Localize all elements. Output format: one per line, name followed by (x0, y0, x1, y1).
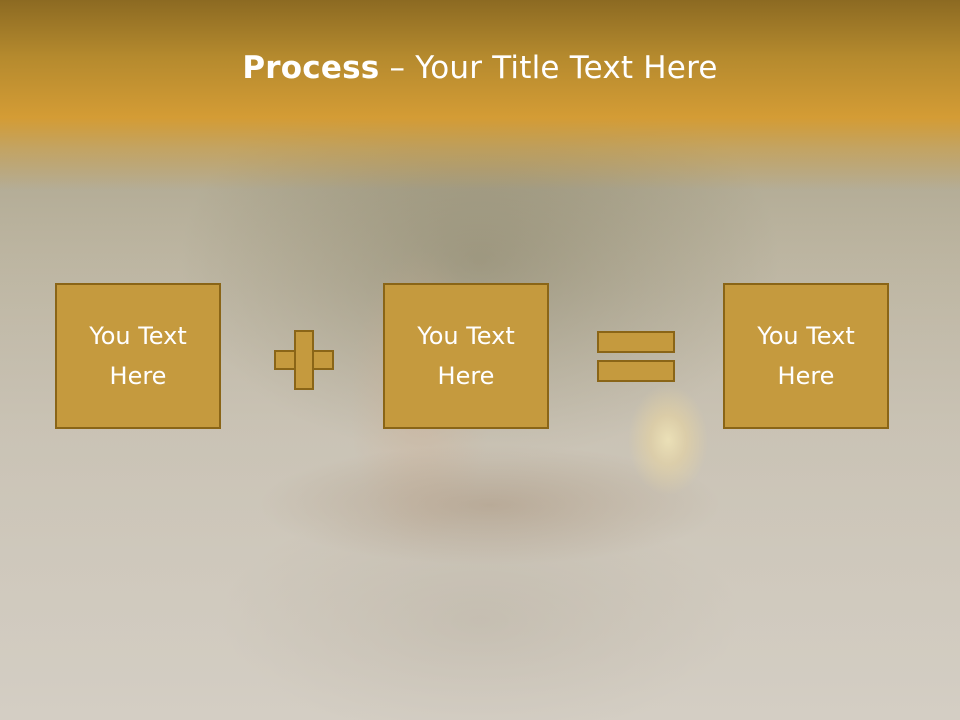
process-box-1-text: You Text Here (89, 322, 187, 390)
title-bold-part: Process (242, 50, 380, 86)
slide-title: Process – Your Title Text Here (0, 50, 960, 86)
title-band (0, 0, 960, 190)
process-box-1: You Text Here (55, 283, 221, 429)
plus-icon-center (296, 352, 312, 368)
equals-icon-top-bar (597, 331, 675, 353)
process-box-2: You Text Here (383, 283, 549, 429)
process-box-3-text: You Text Here (757, 322, 855, 390)
title-rest-part: – Your Title Text Here (379, 50, 718, 86)
process-box-2-text: You Text Here (417, 322, 515, 390)
equals-icon-bottom-bar (597, 360, 675, 382)
process-box-3: You Text Here (723, 283, 889, 429)
